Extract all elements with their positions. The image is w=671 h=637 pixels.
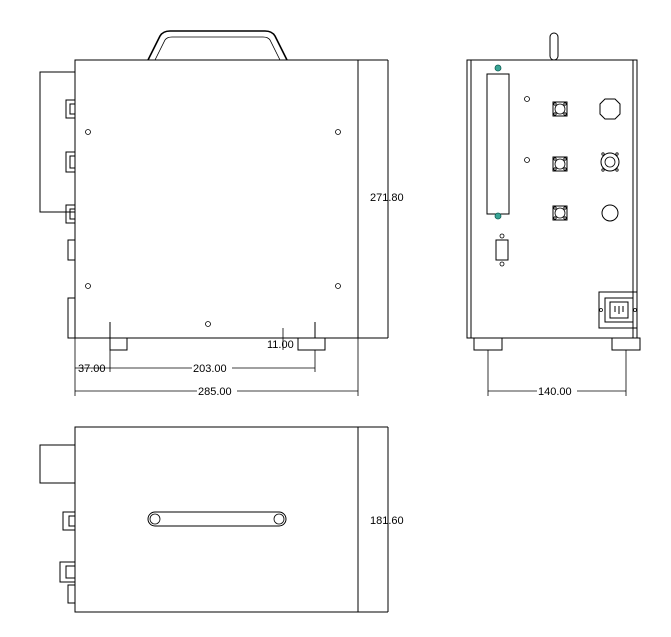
power-inlet-iec [598, 291, 638, 329]
dim-height: 271.80 [370, 192, 404, 204]
indicator-led [494, 212, 502, 220]
round-connector [601, 204, 619, 222]
connector-round [600, 152, 620, 172]
side-body [74, 59, 359, 339]
top-body [74, 426, 359, 613]
top-view: 181.60 [39, 426, 404, 613]
rear-view: 140.00 [466, 32, 641, 398]
foot [473, 337, 503, 351]
power-inlet [67, 297, 76, 339]
dim-rear-foot-spacing: 140.00 [538, 386, 572, 398]
antenna [549, 32, 559, 61]
screw-hole [85, 129, 91, 135]
screw-hole [85, 283, 91, 289]
screw-hole [335, 283, 341, 289]
dim-depth-total: 285.00 [198, 386, 232, 398]
front-panel-block [39, 444, 76, 484]
dim-foot-height: 11.00 [267, 339, 294, 351]
octagon-connector [599, 98, 621, 120]
side-view: 11.00 37.00 203.00 285.00 271.80 [39, 30, 404, 398]
dim-width: 181.60 [370, 515, 404, 527]
connector-square [552, 205, 568, 221]
foot [297, 338, 326, 351]
dim-foot-offset: 37.00 [78, 363, 106, 375]
rear-body [466, 59, 638, 339]
dim-foot-spacing: 203.00 [193, 363, 227, 375]
connector [67, 239, 76, 261]
carry-handle [147, 30, 288, 61]
connector [67, 584, 76, 604]
connector-square [552, 101, 568, 117]
handle-slot [147, 511, 287, 527]
foot [109, 338, 128, 351]
indicator-led [494, 64, 502, 72]
connector [59, 561, 76, 583]
front-panel-block [39, 71, 76, 213]
screw-hole [335, 129, 341, 135]
serial-port [495, 239, 509, 261]
card-slot [486, 73, 510, 215]
connector-square [552, 156, 568, 172]
foot [611, 337, 641, 351]
screw-hole [205, 321, 211, 327]
